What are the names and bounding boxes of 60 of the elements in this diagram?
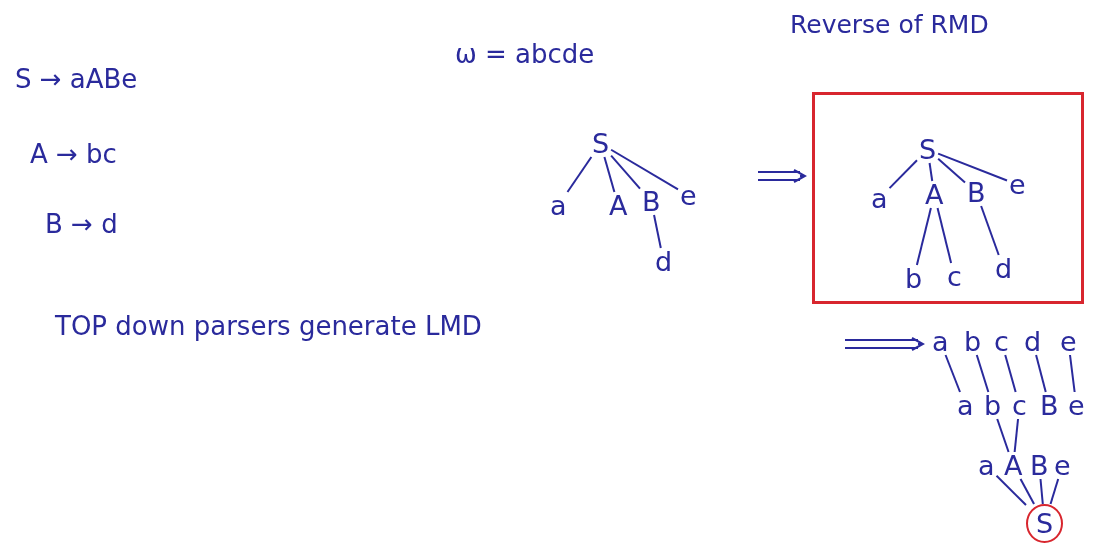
- grammar-symbol: d: [653, 248, 675, 275]
- tree-branch: [995, 474, 1027, 506]
- grammar-symbol: c: [992, 328, 1011, 355]
- tree-branch: [1013, 418, 1020, 453]
- tree-branch: [1039, 478, 1044, 505]
- grammar-symbol: a: [869, 185, 890, 212]
- circled-symbol: S: [1026, 504, 1064, 543]
- grammar-symbol: a: [930, 328, 951, 355]
- tree-branch: [1069, 354, 1076, 393]
- grammar-symbol: d: [993, 255, 1015, 282]
- production-rule: S → aABe: [15, 65, 138, 94]
- grammar-symbol: S: [917, 136, 939, 163]
- grammar-symbol: a: [955, 392, 976, 419]
- production-rule: A → bc: [30, 140, 117, 169]
- grammar-symbol: d: [1022, 328, 1044, 355]
- grammar-symbol: a: [976, 452, 997, 479]
- grammar-symbol: B: [1038, 392, 1061, 419]
- tree-branch: [915, 207, 932, 266]
- grammar-symbol: A: [923, 181, 946, 208]
- double-arrow: [844, 337, 924, 351]
- tree-branch: [888, 159, 918, 190]
- grammar-symbol: A: [1002, 452, 1025, 479]
- tree-branch: [937, 157, 966, 184]
- note-text: TOP down parsers generate LMD: [55, 312, 482, 341]
- grammar-symbol: e: [1066, 392, 1087, 419]
- frame-heading: Reverse of RMD: [790, 10, 989, 39]
- input-string-text: ω = abcde: [455, 40, 595, 69]
- grammar-symbol: a: [548, 192, 569, 219]
- tree-branch: [1049, 478, 1060, 505]
- grammar-symbol: B: [1028, 452, 1051, 479]
- grammar-symbol: b: [962, 328, 984, 355]
- tree-branch: [1004, 354, 1017, 393]
- tree-branch: [996, 418, 1010, 453]
- tree-branch: [936, 207, 953, 264]
- grammar-symbol: B: [965, 179, 988, 206]
- grammar-symbol: b: [982, 392, 1004, 419]
- tree-branch: [980, 205, 1000, 256]
- grammar-symbol: c: [945, 263, 964, 290]
- tree-branch: [653, 214, 662, 249]
- tree-branch: [937, 152, 1008, 182]
- tree-branch: [603, 156, 616, 193]
- tree-branch: [610, 148, 679, 191]
- tree-branch: [566, 156, 593, 193]
- production-rule: B → d: [45, 210, 118, 239]
- grammar-symbol: b: [903, 265, 925, 292]
- grammar-symbol: c: [1010, 392, 1029, 419]
- tree-branch: [610, 154, 641, 190]
- grammar-symbol: A: [607, 192, 630, 219]
- grammar-symbol: S: [590, 130, 612, 157]
- grammar-symbol: e: [1052, 452, 1073, 479]
- tree-branch: [1035, 354, 1047, 393]
- grammar-symbol: B: [640, 188, 663, 215]
- double-arrow: [757, 169, 806, 183]
- tree-branch: [928, 162, 934, 182]
- tree-branch: [975, 354, 990, 393]
- grammar-symbol: e: [678, 182, 699, 209]
- tree-branch: [944, 354, 961, 393]
- grammar-symbol: e: [1058, 328, 1079, 355]
- tree-branch: [1019, 478, 1036, 505]
- grammar-symbol: e: [1007, 171, 1028, 198]
